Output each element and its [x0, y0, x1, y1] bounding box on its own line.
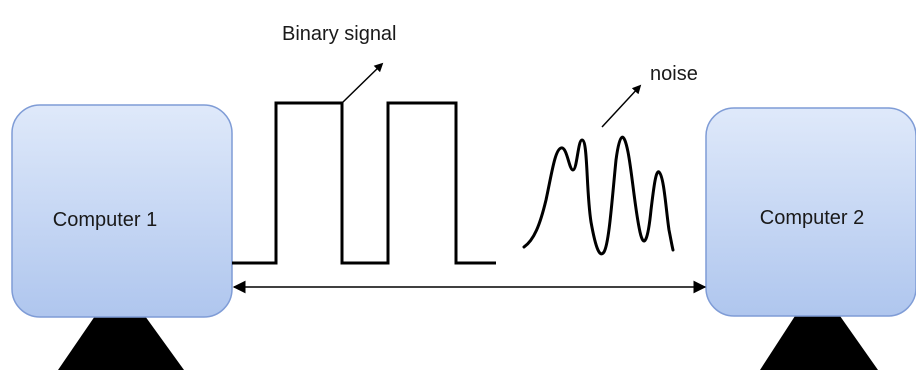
computer-2-stand	[760, 316, 878, 370]
binary-signal-pointer-arrow	[341, 62, 384, 104]
computer-1-stand	[58, 316, 184, 370]
noise-label: noise	[650, 63, 698, 85]
noise-waveform	[522, 135, 675, 256]
computer-2-label: Computer 2	[760, 207, 865, 229]
computer-1-node	[11, 104, 233, 318]
computer-1-label: Computer 1	[53, 209, 158, 231]
binary-signal-waveform	[232, 101, 496, 265]
computer-2-node	[705, 107, 916, 317]
noise-pointer-arrow	[601, 84, 642, 128]
binary-signal-label: Binary signal	[282, 23, 397, 45]
